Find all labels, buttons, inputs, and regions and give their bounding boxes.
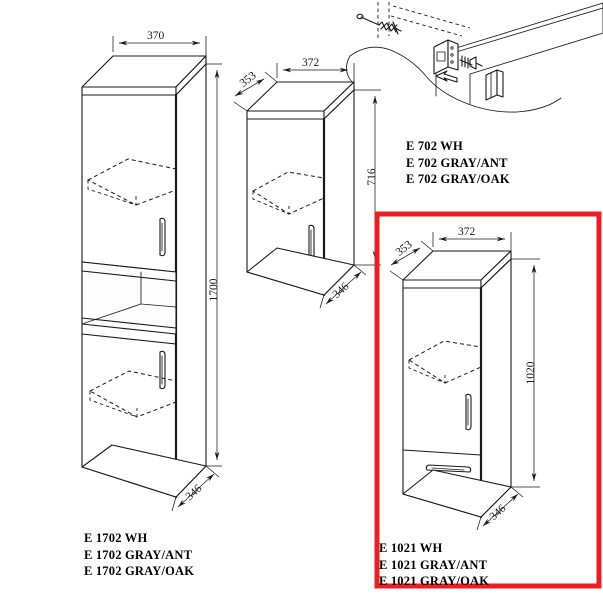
dim-label-372-drawer: 372 bbox=[458, 226, 476, 238]
product-codes-e702: E 702 WH E 702 GRAY/ANT E 702 GRAY/OAK bbox=[406, 138, 510, 188]
dim-label-1020: 1020 bbox=[525, 361, 537, 384]
wall-cabinet-drawing: 353 372 716 346 bbox=[233, 57, 381, 309]
dim-tall-height-1700: 1700 bbox=[206, 63, 222, 467]
tall-cabinet-open-niche bbox=[81, 261, 177, 335]
dim-drawer-height-1020: 1020 bbox=[511, 258, 540, 488]
dim-wall-width-372: 372 bbox=[276, 57, 355, 82]
drawer-divider bbox=[402, 449, 482, 456]
bracket-screw bbox=[459, 55, 483, 70]
code-e1021-grayant: E 1021 GRAY/ANT bbox=[379, 557, 488, 572]
code-e1702-grayant: E 1702 GRAY/ANT bbox=[84, 547, 193, 562]
tall-cabinet-top-slab bbox=[81, 55, 207, 96]
dim-label-716: 716 bbox=[366, 168, 378, 186]
wall-mount-detail-illustration bbox=[346, 2, 603, 113]
upper-shelf-dashed bbox=[86, 158, 177, 206]
code-e1021-wh: E 1021 WH bbox=[379, 541, 443, 555]
cover-cap bbox=[485, 69, 504, 101]
wall-anchor-screw bbox=[356, 13, 402, 35]
code-e702-grayoak: E 702 GRAY/OAK bbox=[406, 172, 510, 186]
dim-label-1700: 1700 bbox=[208, 278, 220, 301]
code-e1702-grayoak: E 1702 GRAY/OAK bbox=[84, 564, 195, 578]
dim-label-353-wall: 353 bbox=[238, 69, 259, 89]
dim-drawer-width-372: 372 bbox=[432, 226, 512, 251]
highlight-box bbox=[374, 211, 602, 589]
tall-cabinet-lower-door bbox=[81, 333, 177, 418]
mounting-bracket bbox=[433, 39, 459, 75]
dim-label-370: 370 bbox=[147, 30, 165, 42]
dim-label-353-drawer: 353 bbox=[394, 238, 415, 258]
code-e1021-grayoak: E 1021 GRAY/OAK bbox=[379, 574, 490, 588]
tall-cabinet-lower-handle bbox=[159, 350, 166, 390]
code-e1702-wh: E 1702 WH bbox=[84, 531, 148, 545]
drawer-cabinet-drawing: 353 372 1020 346 bbox=[389, 226, 540, 531]
code-e702-grayant: E 702 GRAY/ANT bbox=[406, 155, 508, 170]
wall-cabinet-shelf bbox=[252, 171, 325, 215]
code-e702-wh: E 702 WH bbox=[406, 139, 463, 153]
tall-cabinet-upper-handle bbox=[159, 217, 166, 257]
drawer-cabinet-shelf bbox=[408, 340, 482, 384]
product-codes-e1021: E 1021 WH E 1021 GRAY/ANT E 1021 GRAY/OA… bbox=[379, 540, 489, 590]
product-codes-e1702: E 1702 WH E 1702 GRAY/ANT E 1702 GRAY/OA… bbox=[84, 530, 194, 580]
wall-cabinet-top-slab bbox=[246, 81, 355, 120]
wall-cabinet-body bbox=[246, 89, 355, 296]
drawer-handle bbox=[425, 464, 472, 473]
drawer-cabinet-door-handle bbox=[465, 393, 472, 431]
assembly-direction-arrow bbox=[435, 70, 458, 83]
tall-cabinet-drawing: 370 1700 346 bbox=[81, 30, 222, 512]
dim-tall-width-370: 370 bbox=[112, 30, 207, 56]
dim-label-372-wall: 372 bbox=[302, 57, 320, 69]
lower-shelf-dashed bbox=[88, 370, 177, 418]
drawer-cabinet-body bbox=[402, 258, 512, 518]
drawer-cabinet-top-slab bbox=[402, 250, 512, 289]
